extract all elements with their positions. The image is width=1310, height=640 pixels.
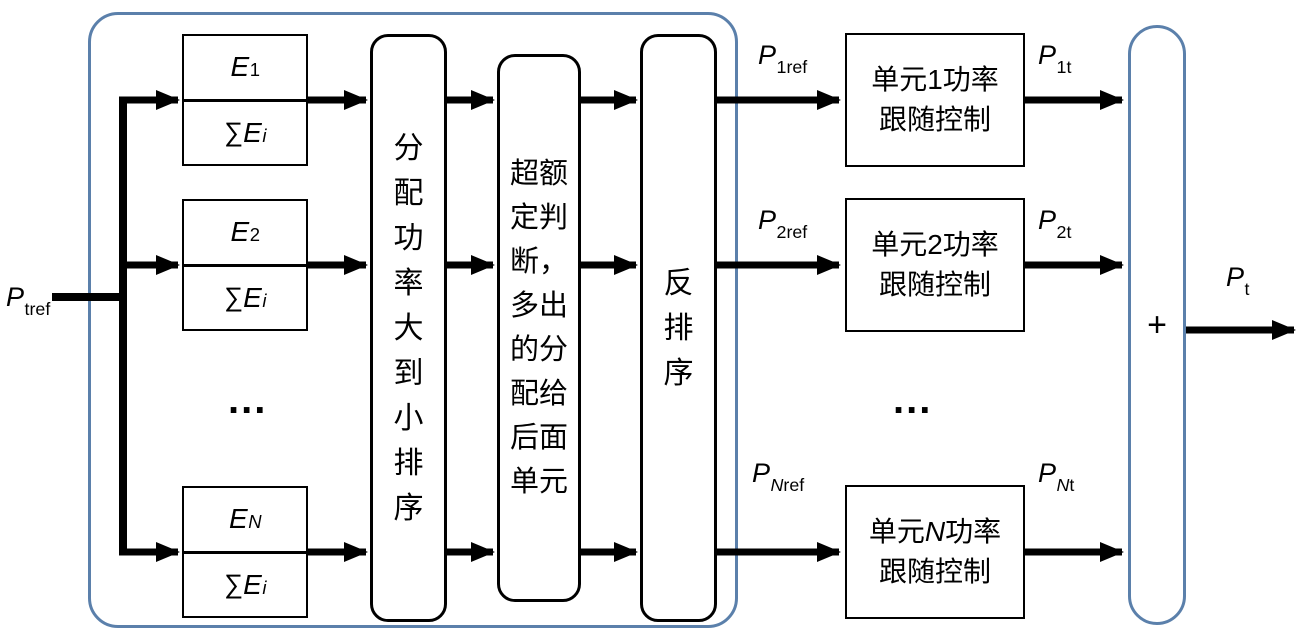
- fraction-1-num-base: E: [230, 51, 250, 83]
- unit-1-index: 1: [927, 64, 943, 95]
- ref-label-2-sub: 2ref: [776, 222, 808, 243]
- unit-1-line1: 单元1功率: [871, 60, 999, 100]
- fraction-2-den-sub: i: [262, 289, 267, 311]
- out-label-2-sub: 2t: [1056, 222, 1072, 243]
- out-label-1-sub: 1t: [1056, 57, 1072, 78]
- ellipsis-right: ...: [893, 378, 933, 422]
- fraction-2-num-base: E: [230, 216, 250, 248]
- out-label-n-sub-var: N: [1056, 475, 1070, 496]
- sigma-symbol: ∑: [224, 117, 244, 148]
- reverse-sort-label: 反排序: [663, 266, 694, 390]
- sum-box: +: [1128, 25, 1186, 625]
- fraction-2-den-base: E: [243, 281, 262, 313]
- out-label-2-base: P: [1038, 205, 1057, 235]
- sigma-symbol: ∑: [224, 282, 244, 313]
- ref-label-2: P2ref: [758, 205, 807, 241]
- out-label-1: P1t: [1038, 40, 1071, 76]
- unit-control-box-n: 单元N功率 跟随控制: [845, 485, 1025, 619]
- final-output-label-sub: t: [1244, 279, 1250, 300]
- final-output-label-base: P: [1226, 262, 1245, 292]
- ref-label-n: PNref: [752, 458, 804, 494]
- out-label-n: PNt: [1038, 458, 1074, 494]
- unit-n-prefix: 单元: [868, 516, 925, 547]
- unit-n-index: N: [924, 516, 946, 547]
- plus-symbol: +: [1147, 305, 1167, 344]
- ref-label-2-base: P: [758, 205, 777, 235]
- sigma-symbol: ∑: [224, 569, 244, 600]
- fraction-n-bar: [184, 550, 306, 554]
- unit-control-box-2: 单元2功率 跟随控制: [845, 198, 1025, 332]
- input-label-base: P: [6, 282, 25, 312]
- ref-label-n-sub-var: N: [770, 475, 784, 496]
- out-label-n-base: P: [1038, 458, 1057, 488]
- ellipsis-left: ...: [228, 378, 268, 422]
- unit-n-line2: 跟随控制: [878, 556, 991, 587]
- unit-control-box-1: 单元1功率 跟随控制: [845, 33, 1025, 167]
- unit-2-prefix: 单元: [871, 229, 928, 260]
- unit-2-index: 2: [927, 229, 943, 260]
- unit-2-line1: 单元2功率: [871, 225, 999, 265]
- fraction-n-den-base: E: [243, 568, 262, 600]
- input-label-sub: tref: [24, 299, 51, 320]
- overrating-judge-box: 超额定判断，多出的分配给后面单元: [497, 54, 581, 602]
- fraction-2-bar: [184, 263, 306, 267]
- unit-1-line2: 跟随控制: [878, 104, 991, 135]
- ref-label-1: P1ref: [758, 40, 807, 76]
- overrating-judge-label: 超额定判断，多出的分配给后面单元: [509, 158, 568, 498]
- final-output-label: Pt: [1226, 262, 1250, 298]
- ref-label-1-sub: 1ref: [776, 57, 808, 78]
- unit-n-line1: 单元N功率: [869, 512, 1001, 552]
- unit-2-suffix: 功率: [942, 229, 999, 260]
- ref-label-n-base: P: [752, 458, 771, 488]
- out-label-1-base: P: [1038, 40, 1057, 70]
- ref-label-1-base: P: [758, 40, 777, 70]
- unit-n-suffix: 功率: [945, 516, 1002, 547]
- out-label-n-sub-rest: t: [1069, 475, 1075, 496]
- unit-1-prefix: 单元: [871, 64, 928, 95]
- fraction-1-bar: [184, 98, 306, 102]
- reverse-sort-box: 反排序: [640, 34, 717, 622]
- input-label: Ptref: [6, 282, 50, 318]
- ref-label-n-sub-rest: ref: [783, 475, 805, 496]
- fraction-1-den-base: E: [243, 116, 262, 148]
- sort-process-box: 分配功率大到小排序: [370, 34, 447, 622]
- sort-process-label: 分配功率大到小排序: [393, 131, 424, 525]
- unit-1-suffix: 功率: [942, 64, 999, 95]
- fraction-n-den-sub: i: [262, 576, 267, 598]
- allocation-group-frame: [88, 12, 738, 628]
- out-label-2: P2t: [1038, 205, 1071, 241]
- fraction-n-num-sub: N: [248, 511, 262, 533]
- fraction-1-den-sub: i: [262, 124, 267, 146]
- fraction-n-num-base: E: [228, 503, 248, 535]
- unit-2-line2: 跟随控制: [878, 269, 991, 300]
